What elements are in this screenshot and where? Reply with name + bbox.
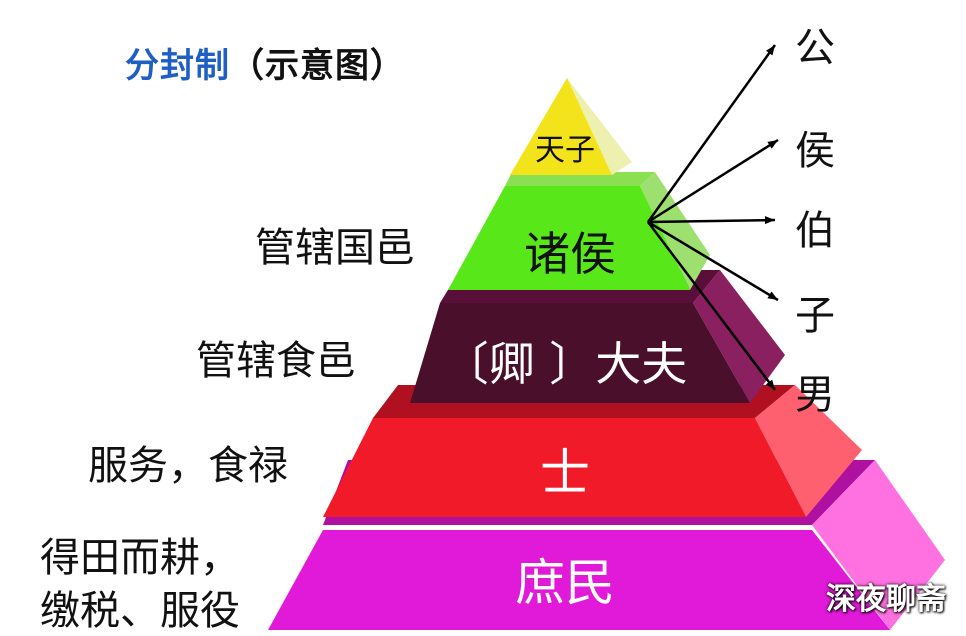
tier-dafu-front	[410, 303, 750, 403]
shumin-description-line2: 缴税、服役	[40, 588, 240, 634]
shumin-description-line1: 得田而耕，	[40, 535, 240, 581]
tier-shumin-label: 庶民	[515, 554, 615, 612]
arrow-zi	[647, 220, 779, 302]
tier-shumin-front	[268, 530, 890, 630]
rank-arrows	[646, 44, 779, 391]
tier-zhuhou: 诸侯	[448, 172, 710, 290]
rank-zi: 子	[795, 293, 835, 339]
tier-shi-side	[755, 385, 862, 517]
tier-shi-label: 士	[540, 444, 590, 502]
tier-zhuhou-front	[448, 186, 690, 290]
tier-tianzi-side	[567, 78, 632, 175]
zhuhou-description: 管辖国邑	[255, 225, 415, 271]
tier-tianzi: 天子	[510, 78, 632, 175]
tier-tianzi-label: 天子	[535, 133, 595, 168]
arrow-nan	[647, 221, 776, 391]
tier-tianzi-front	[510, 78, 612, 175]
rank-bo: 伯	[795, 208, 835, 254]
tier-shumin-side	[812, 460, 945, 630]
diagram-title: 分封制（示意图）	[125, 38, 405, 87]
tier-dafu-label: 〔卿 〕大夫	[443, 337, 688, 391]
shi-description: 服务，食禄	[88, 443, 288, 489]
arrow-hou	[647, 138, 779, 224]
dafu-description: 管辖食邑	[196, 338, 356, 384]
title-main: 分封制	[125, 46, 230, 86]
tier-zhuhou-label: 诸侯	[524, 227, 616, 281]
rank-hou: 侯	[795, 128, 835, 174]
tier-shi-front	[323, 418, 806, 517]
rank-nan: 男	[795, 372, 835, 418]
tier-dafu-side	[693, 270, 785, 403]
tier-zhuhou-band	[505, 172, 655, 186]
watermark: 深夜聊斋	[826, 582, 946, 617]
tier-shi: 士	[323, 385, 862, 517]
rank-gong: 公	[795, 25, 835, 71]
arrow-bo	[647, 216, 776, 225]
tier-dafu: 〔卿 〕大夫	[410, 270, 785, 403]
tier-zhuhou-side	[640, 172, 710, 290]
arrow-gong	[646, 44, 777, 223]
title-sub: （示意图）	[230, 46, 405, 86]
